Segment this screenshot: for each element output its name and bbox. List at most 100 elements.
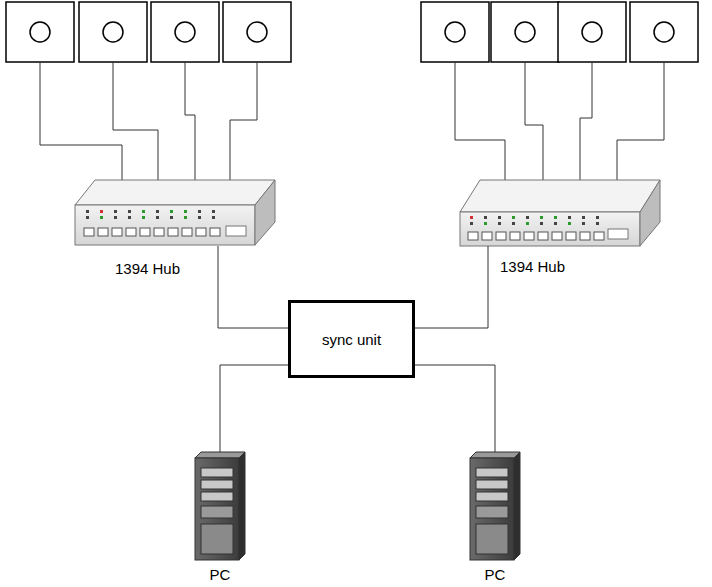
hub-led: [498, 222, 501, 225]
pc-front: [470, 458, 514, 560]
camera-box: [630, 2, 698, 62]
camera-wire: [525, 62, 543, 195]
connector-line: [415, 246, 488, 328]
camera-box: [491, 2, 559, 62]
camera-lens: [654, 22, 674, 42]
device-label: PC: [485, 566, 506, 583]
hub-side: [640, 180, 660, 246]
camera-lens: [582, 22, 602, 42]
camera-lens: [247, 22, 267, 42]
box-label: sync unit: [322, 331, 381, 348]
hub-led: [596, 222, 599, 225]
hub-device: [460, 180, 660, 246]
hub-led: [568, 222, 571, 225]
hub-port: [168, 228, 178, 236]
camera-wire: [617, 62, 664, 195]
hub-port: [538, 232, 548, 240]
camera-box: [558, 2, 626, 62]
pc-bay: [476, 468, 508, 477]
hub-device: [75, 180, 275, 245]
pc-tower: [470, 452, 520, 560]
pc-bay: [201, 506, 233, 518]
pc-bay: [476, 506, 508, 518]
pc-front: [195, 458, 239, 560]
pc-node: PC: [195, 452, 245, 560]
hub-led: [198, 210, 201, 213]
hub-led: [484, 216, 487, 219]
camera-box: [79, 2, 147, 62]
hub-led: [100, 216, 103, 219]
pc-bay: [476, 492, 508, 501]
hub-port: [566, 232, 576, 240]
connector-line: [218, 246, 288, 328]
hub-front: [75, 205, 255, 245]
camera-box: [6, 2, 74, 62]
camera-wire: [40, 62, 122, 190]
pc-tower: [195, 452, 245, 560]
hub-led: [484, 222, 487, 225]
hub-port: [482, 232, 492, 240]
hub-led: [86, 210, 89, 213]
hub-led: [582, 222, 585, 225]
hub-port: [608, 229, 628, 239]
hub-top: [75, 180, 275, 205]
hub-node: 1394 Hub: [460, 180, 660, 246]
pc-bay: [201, 468, 233, 477]
hub-port: [510, 232, 520, 240]
camera-group: [6, 2, 698, 62]
camera-wire: [185, 62, 195, 190]
camera-wire: [230, 62, 257, 190]
hub-led: [86, 216, 89, 219]
hub-top: [460, 180, 660, 212]
hub-led: [470, 216, 473, 219]
camera-lens: [175, 22, 195, 42]
hub-port: [210, 228, 220, 236]
hub-led: [540, 222, 543, 225]
pc-grille: [201, 524, 233, 554]
hub-port: [524, 232, 534, 240]
hub-led: [184, 216, 187, 219]
hub-port: [552, 232, 562, 240]
pc-bay: [201, 480, 233, 489]
hub-led: [212, 216, 215, 219]
hub-led: [554, 222, 557, 225]
hub-port: [112, 228, 122, 236]
hub-led: [114, 210, 117, 213]
device-label: 1394 Hub: [500, 258, 565, 275]
pc-node: PC: [470, 452, 520, 560]
device-label: PC: [210, 566, 231, 583]
pc-top: [470, 452, 520, 458]
device-label: 1394 Hub: [115, 260, 180, 277]
camera-lens: [30, 22, 50, 42]
hub-port: [98, 228, 108, 236]
hub-led: [170, 210, 173, 213]
hub-led: [582, 216, 585, 219]
hub-port: [84, 228, 94, 236]
camera-wire: [580, 62, 592, 195]
hub-port: [182, 228, 192, 236]
hub-led: [568, 216, 571, 219]
camera-box: [223, 2, 291, 62]
hub-led: [526, 222, 529, 225]
connector-line: [415, 365, 495, 452]
hub-led: [512, 216, 515, 219]
hub-port: [154, 228, 164, 236]
hub-led: [526, 216, 529, 219]
pc-top: [195, 452, 245, 458]
hub-led: [498, 216, 501, 219]
camera-wire: [113, 62, 158, 190]
hub-led: [128, 216, 131, 219]
pc-side: [514, 452, 520, 560]
hub-led: [170, 216, 173, 219]
hub-port: [468, 232, 478, 240]
hub-port: [140, 228, 150, 236]
hub-led: [142, 210, 145, 213]
hub-led: [100, 210, 103, 213]
camera-wire: [40, 62, 664, 195]
hub-node: 1394 Hub: [75, 180, 275, 246]
hub-led: [128, 210, 131, 213]
camera-lens: [445, 22, 465, 42]
